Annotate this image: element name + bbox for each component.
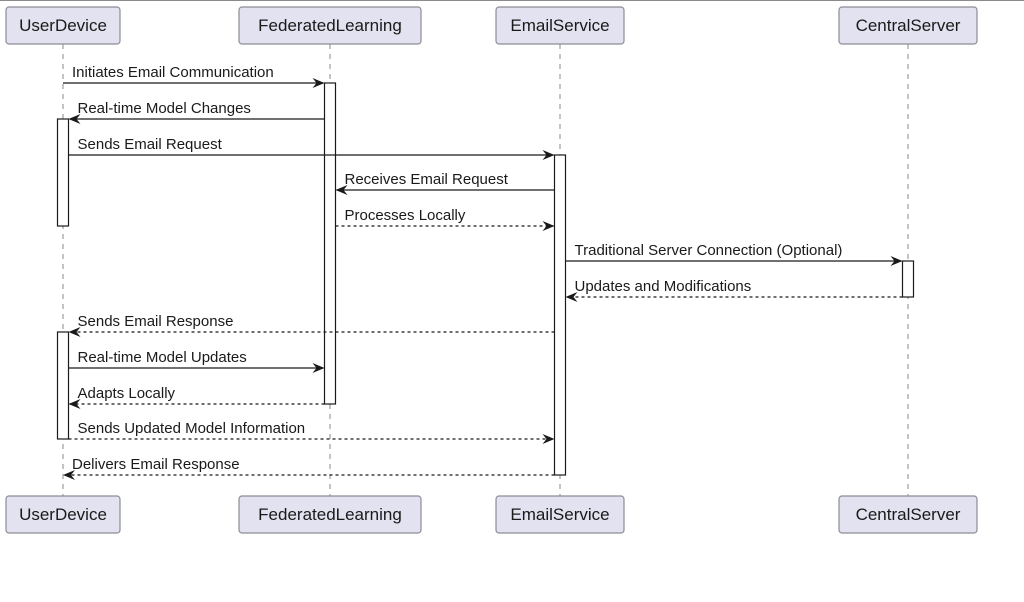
participant-box-user-top: UserDevice bbox=[5, 6, 121, 45]
message-label: Sends Email Request bbox=[78, 136, 223, 153]
participant-label: FederatedLearning bbox=[258, 16, 402, 35]
message-label: Processes Locally bbox=[345, 207, 466, 224]
message-11: Sends Updated Model Information bbox=[68, 420, 555, 444]
participant-label: FederatedLearning bbox=[258, 505, 402, 524]
message-label: Traditional Server Connection (Optional) bbox=[575, 242, 843, 259]
message-1: Initiates Email Communication bbox=[63, 64, 325, 88]
message-6: Traditional Server Connection (Optional) bbox=[565, 242, 903, 266]
participant-box-frame bbox=[5, 495, 121, 534]
message-label: Delivers Email Response bbox=[72, 456, 240, 473]
participant-box-frame bbox=[838, 6, 978, 45]
message-5: Processes Locally bbox=[335, 207, 555, 231]
participant-box-central-top: CentralServer bbox=[838, 6, 978, 45]
message-label: Sends Updated Model Information bbox=[78, 420, 306, 437]
message-12: Delivers Email Response bbox=[63, 456, 555, 480]
participant-box-frame bbox=[5, 6, 121, 45]
participant-box-fl-top: FederatedLearning bbox=[238, 6, 422, 45]
participant-label: CentralServer bbox=[856, 505, 961, 524]
message-4: Receives Email Request bbox=[335, 171, 555, 195]
participant-box-email-bottom: EmailService bbox=[495, 495, 625, 534]
message-label: Real-time Model Updates bbox=[78, 349, 247, 366]
message-label: Initiates Email Communication bbox=[72, 64, 274, 81]
participant-label: EmailService bbox=[510, 16, 609, 35]
top-border bbox=[0, 0, 1024, 1]
participant-box-frame bbox=[238, 6, 422, 45]
participant-label: CentralServer bbox=[856, 16, 961, 35]
message-label: Adapts Locally bbox=[78, 385, 176, 402]
activation-bar-central-1 bbox=[901, 260, 915, 298]
participant-box-frame bbox=[238, 495, 422, 534]
participant-label: EmailService bbox=[510, 505, 609, 524]
participant-box-fl-bottom: FederatedLearning bbox=[238, 495, 422, 534]
message-2: Real-time Model Changes bbox=[68, 100, 325, 124]
participant-box-frame bbox=[495, 6, 625, 45]
message-10: Adapts Locally bbox=[68, 385, 325, 409]
message-label: Sends Email Response bbox=[78, 313, 234, 330]
activation-bar-user-2 bbox=[56, 331, 70, 440]
participant-label: UserDevice bbox=[19, 505, 107, 524]
message-3: Sends Email Request bbox=[68, 136, 555, 160]
message-8: Sends Email Response bbox=[68, 313, 555, 337]
message-label: Receives Email Request bbox=[345, 171, 509, 188]
participant-box-frame bbox=[495, 495, 625, 534]
participant-label: UserDevice bbox=[19, 16, 107, 35]
activation-bar-fl-1 bbox=[323, 82, 337, 405]
message-7: Updates and Modifications bbox=[565, 278, 903, 302]
participant-box-email-top: EmailService bbox=[495, 6, 625, 45]
message-9: Real-time Model Updates bbox=[68, 349, 325, 373]
participant-box-user-bottom: UserDevice bbox=[5, 495, 121, 534]
message-label: Updates and Modifications bbox=[575, 278, 752, 295]
activation-bar-email-1 bbox=[553, 154, 567, 476]
message-label: Real-time Model Changes bbox=[78, 100, 251, 117]
participant-box-frame bbox=[838, 495, 978, 534]
activation-bar-user-1 bbox=[56, 118, 70, 227]
participant-box-central-bottom: CentralServer bbox=[838, 495, 978, 534]
